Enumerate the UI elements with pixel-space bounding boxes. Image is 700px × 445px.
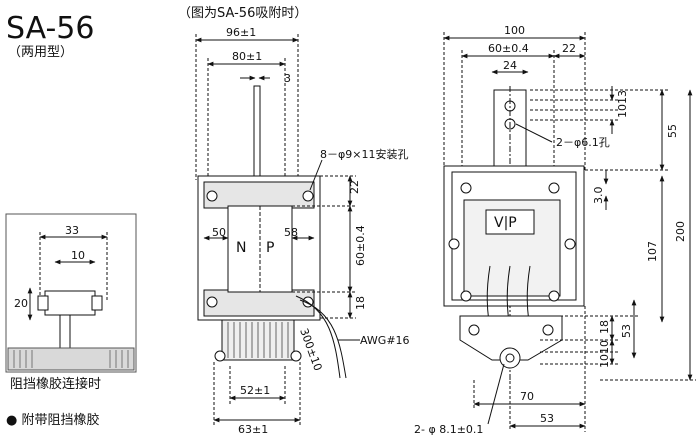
front-dim-22: 22 (562, 42, 576, 55)
front-dim-53-horizontal: 53 (540, 412, 554, 425)
side-dim-58: 58 (284, 226, 298, 239)
figure-caption: （图为SA-56吸附时） (178, 6, 307, 21)
mount-holes-label: 8－φ9×11安装孔 (320, 147, 408, 161)
hole-61-label: 2－φ6.1孔 (556, 136, 610, 149)
side-dim-60: 60±0.4 (354, 225, 367, 266)
front-dim-200: 200 (674, 221, 687, 242)
hole-81-label: 2- φ 8.1±0.1 (414, 423, 483, 436)
front-dim-107: 107 (646, 241, 659, 262)
front-dim-10-b: 10 (598, 340, 611, 354)
side-dim-stroke: 3 (284, 72, 291, 85)
front-dim-13: 13 (616, 90, 629, 104)
front-dim-3: 3.0 (592, 187, 605, 205)
front-dim-60: 60±0.4 (488, 42, 529, 55)
lead-length-label: 300±10 (297, 327, 324, 373)
side-view-drawing (195, 34, 360, 426)
model-title: SA-56 (6, 11, 94, 46)
pole-n-label: N (236, 240, 246, 256)
inset-drawing (5, 213, 137, 373)
side-dim-22: 22 (348, 180, 361, 194)
inset-dim-33: 33 (65, 224, 79, 237)
side-dim-52: 52±1 (240, 384, 270, 397)
front-dim-24: 24 (503, 59, 517, 72)
inset-dim-20: 20 (14, 297, 28, 310)
front-dim-10: 10 (616, 104, 629, 118)
vp-label: V|P (494, 215, 517, 231)
rubber-note: ● 附带阻挡橡胶 (6, 412, 99, 428)
pole-p-label: P (266, 240, 274, 256)
front-view-drawing (443, 32, 696, 432)
inset-caption: 阻挡橡胶连接时 (10, 376, 101, 392)
side-dim-50: 50 (212, 226, 226, 239)
front-dim-55: 55 (666, 124, 679, 138)
front-dim-100: 100 (504, 24, 525, 37)
side-dim-18: 18 (354, 296, 367, 310)
inset-dim-10: 10 (71, 249, 85, 262)
front-dim-18: 18 (598, 320, 611, 334)
front-dim-53-vertical: 53 (620, 324, 633, 338)
front-dim-70: 70 (520, 390, 534, 403)
model-subtitle: （两用型） (8, 45, 73, 60)
side-dim-80: 80±1 (232, 50, 262, 63)
side-dim-96: 96±1 (226, 26, 256, 39)
side-dim-63: 63±1 (238, 423, 268, 436)
front-dim-10-c: 10 (598, 354, 611, 368)
awg-label: AWG#16 (360, 334, 410, 347)
